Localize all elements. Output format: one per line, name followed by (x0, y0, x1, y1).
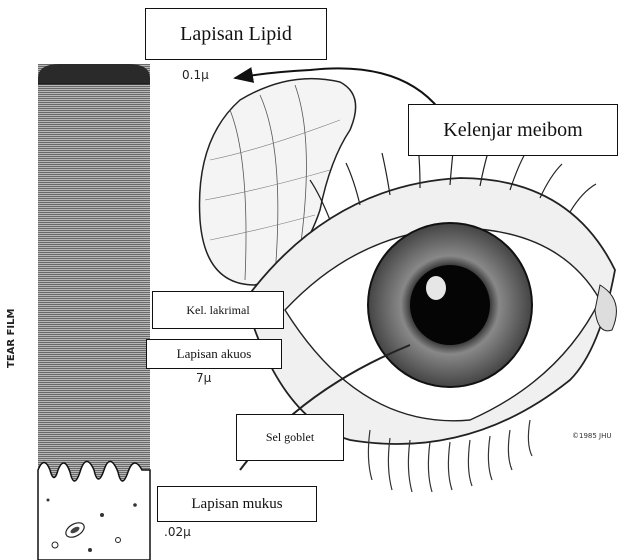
mucus-thickness: .02μ (164, 525, 191, 539)
goblet-cell-label: Sel goblet (236, 414, 344, 461)
mucus-layer-label: Lapisan mukus (157, 486, 317, 522)
lacrimal-gland-label: Kel. lakrimal (152, 291, 284, 329)
lipid-thickness: 0.1μ (182, 68, 209, 82)
lipid-layer-label: Lapisan Lipid (145, 8, 327, 60)
aqueous-layer-label: Lapisan akuos (146, 339, 282, 369)
tear-film-side-label: TEAR FILM (6, 309, 17, 368)
copyright-signature: ©1985 JHU (572, 432, 612, 440)
tear-film-column (38, 64, 150, 560)
meibomian-gland-label: Kelenjar meibom (408, 104, 618, 156)
aqueous-thickness: 7μ (196, 371, 211, 385)
